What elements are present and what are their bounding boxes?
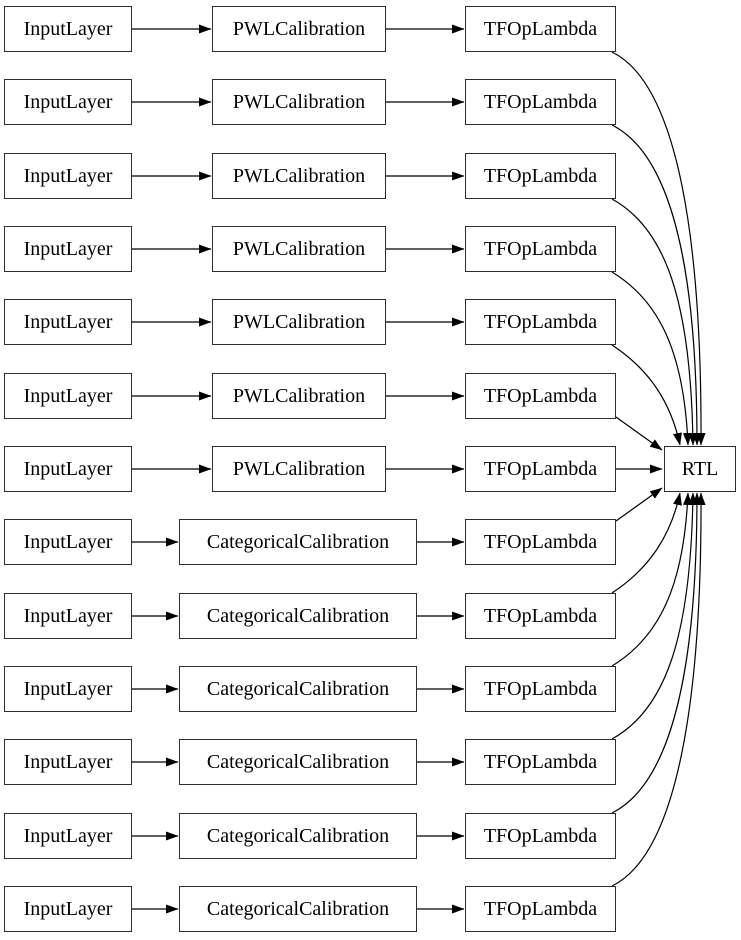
tf-op-lambda-node: TFOpLambda [465,299,616,345]
tf-op-lambda-node: TFOpLambda [465,153,616,199]
input-layer-node: InputLayer [4,519,132,565]
edge-lambda-to-rtl [615,416,663,451]
pwl-calibration-node: PWLCalibration [212,6,386,52]
tf-op-lambda-node: TFOpLambda [465,373,616,419]
input-layer-node: InputLayer [4,666,132,712]
edge-lambda-to-rtl [611,492,702,814]
categorical-calibration-node: CategoricalCalibration [179,666,417,712]
pwl-calibration-node: PWLCalibration [212,299,386,345]
pwl-calibration-node: PWLCalibration [212,79,386,125]
input-layer-node: InputLayer [4,79,132,125]
pwl-calibration-node: PWLCalibration [212,226,386,272]
categorical-calibration-node: CategoricalCalibration [179,739,417,785]
input-layer-node: InputLayer [4,226,132,272]
tf-op-lambda-node: TFOpLambda [465,666,616,712]
edge-lambda-to-rtl [611,271,692,446]
input-layer-node: InputLayer [4,299,132,345]
edge-lambda-to-rtl [611,492,698,740]
input-layer-node: InputLayer [4,446,132,492]
rtl-node: RTL [664,446,736,492]
input-layer-node: InputLayer [4,813,132,859]
tf-op-lambda-node: TFOpLambda [465,886,616,932]
input-layer-node: InputLayer [4,153,132,199]
pwl-calibration-node: PWLCalibration [212,373,386,419]
input-layer-node: InputLayer [4,739,132,785]
categorical-calibration-node: CategoricalCalibration [179,593,417,639]
tf-op-lambda-node: TFOpLambda [465,79,616,125]
input-layer-node: InputLayer [4,593,132,639]
input-layer-node: InputLayer [4,6,132,52]
edge-lambda-to-rtl [611,51,706,446]
tf-op-lambda-node: TFOpLambda [465,226,616,272]
edge-lambda-to-rtl [611,492,692,667]
edge-lambda-to-rtl [611,492,706,887]
tf-op-lambda-node: TFOpLambda [465,519,616,565]
input-layer-node: InputLayer [4,373,132,419]
tf-op-lambda-node: TFOpLambda [465,739,616,785]
edge-lambda-to-rtl [611,344,682,446]
tf-op-lambda-node: TFOpLambda [465,6,616,52]
edge-lambda-to-rtl [611,492,682,594]
pwl-calibration-node: PWLCalibration [212,446,386,492]
categorical-calibration-node: CategoricalCalibration [179,886,417,932]
categorical-calibration-node: CategoricalCalibration [179,813,417,859]
pwl-calibration-node: PWLCalibration [212,153,386,199]
tf-op-lambda-node: TFOpLambda [465,593,616,639]
edge-lambda-to-rtl [611,198,698,446]
edge-lambda-to-rtl [611,124,702,446]
input-layer-node: InputLayer [4,886,132,932]
tf-op-lambda-node: TFOpLambda [465,446,616,492]
tf-op-lambda-node: TFOpLambda [465,813,616,859]
categorical-calibration-node: CategoricalCalibration [179,519,417,565]
edge-lambda-to-rtl [615,487,663,522]
